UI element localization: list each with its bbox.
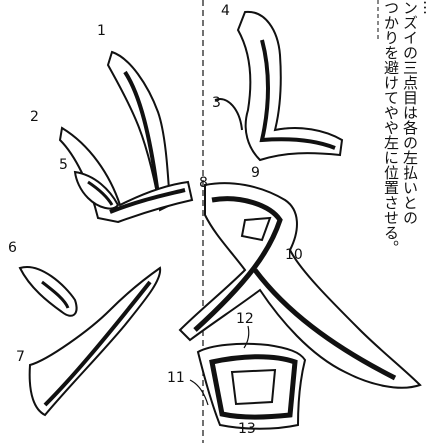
stroke-number-7: 7 xyxy=(16,350,25,364)
stroke-number-13: 13 xyxy=(238,422,256,436)
stroke-number-10: 10 xyxy=(285,248,303,262)
stroke-number-5: 5 xyxy=(59,158,68,172)
stroke-3-4-outline xyxy=(238,12,342,160)
stroke-number-1: 1 xyxy=(97,24,106,38)
guide-note-line-2: ンズイの三点目は各の左払いとの xyxy=(400,0,419,443)
guide-note: … ンズイの三点目は各の左払いとの つかりを避けてやや左に位置させる。 xyxy=(378,0,438,443)
stroke-number-4: 4 xyxy=(221,4,230,18)
stroke-number-11: 11 xyxy=(167,371,185,385)
stroke-number-9: 9 xyxy=(251,166,260,180)
stroke-11-13-outline xyxy=(198,344,305,429)
stroke-6-outline xyxy=(20,267,77,316)
stroke-number-6: 6 xyxy=(8,241,17,255)
stroke-number-12: 12 xyxy=(236,312,254,326)
guide-note-line-3: つかりを避けてやや左に位置させる。 xyxy=(381,0,400,443)
stroke-1-outline xyxy=(108,52,170,210)
stroke-number-3: 3 xyxy=(212,96,221,110)
guide-note-line-1: … xyxy=(419,0,438,443)
stroke-number-8: 8 xyxy=(199,176,208,190)
stroke-number-2: 2 xyxy=(30,110,39,124)
